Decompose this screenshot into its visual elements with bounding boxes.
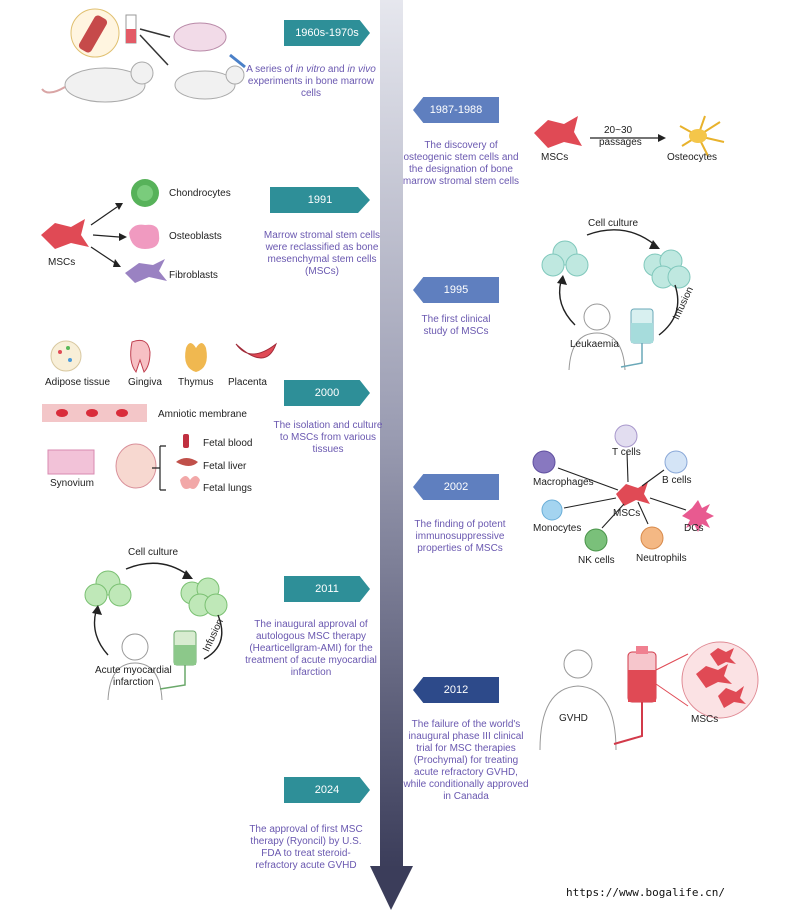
label-cell-culture-2011: Cell culture: [128, 547, 179, 558]
label-passages-top: 20~30: [604, 125, 633, 136]
label-cell-culture-1995: Cell culture: [588, 218, 639, 229]
watermark-url: https://www.bogalife.cn/: [566, 886, 725, 899]
label-mscs-2012: MSCs: [691, 714, 719, 725]
label-dcs: DCs: [684, 523, 704, 534]
label-nk-cells: NK cells: [578, 555, 615, 566]
label-mscs-1987: MSCs: [541, 152, 569, 163]
event-desc-1995: The first clinical study of MSCs: [421, 314, 491, 337]
label-synovium: Synovium: [50, 478, 94, 489]
acute-mi-illustration: [84, 562, 228, 701]
year-tag-2002: 2002: [413, 474, 499, 500]
label-fetal-liver: Fetal liver: [203, 461, 247, 472]
year-tag-1995: 1995: [413, 277, 499, 303]
gvhd-illustration: [539, 641, 759, 751]
msc-to-osteocyte-illustration: [534, 115, 725, 157]
year-tag-2000: 2000: [284, 380, 370, 406]
mouse-experiment-illustration: [41, 8, 246, 103]
label-acute-mi-1: Acute myocardial: [95, 665, 172, 676]
label-t-cells: T cells: [612, 447, 641, 458]
label-osteoblasts: Osteoblasts: [169, 231, 222, 242]
label-leukaemia: Leukaemia: [570, 339, 619, 350]
label-neutrophils: Neutrophils: [636, 553, 687, 564]
year-tag-2011: 2011: [284, 576, 370, 602]
label-acute-mi-2: infarction: [113, 677, 154, 688]
year-tag-1960s: 1960s-1970s: [284, 20, 370, 46]
year-tag-2012: 2012: [413, 677, 499, 703]
label-amniotic: Amniotic membrane: [158, 409, 247, 420]
label-fetal-lungs: Fetal lungs: [203, 483, 252, 494]
event-desc-1960s: A series of in vitro and in vivo experim…: [246, 64, 376, 99]
event-desc-2000: The isolation and culture to MSCs from v…: [273, 420, 383, 455]
label-fetal-blood: Fetal blood: [203, 438, 253, 449]
label-thymus: Thymus: [178, 377, 214, 388]
event-desc-1991: Marrow stromal stem cells were reclassif…: [263, 230, 381, 277]
label-passages-bottom: passages: [599, 137, 642, 148]
timeline-arrowhead: [370, 866, 413, 910]
label-adipose: Adipose tissue: [45, 377, 111, 388]
year-tag-1987: 1987-1988: [413, 97, 499, 123]
label-gingiva: Gingiva: [128, 377, 162, 388]
tissue-sources-illustration: [42, 339, 278, 491]
label-b-cells: B cells: [662, 475, 692, 486]
timeline-shaft: [380, 0, 403, 868]
label-placenta: Placenta: [228, 377, 267, 388]
year-tag-1991: 1991: [270, 187, 370, 213]
event-desc-2024: The approval of first MSC therapy (Ryonc…: [249, 824, 363, 871]
clinical-study-illustration: [541, 229, 691, 371]
label-mscs-2002: MSCs: [613, 508, 641, 519]
event-desc-2012: The failure of the world's inaugural pha…: [403, 719, 529, 802]
label-macrophages: Macrophages: [533, 477, 594, 488]
label-mscs-1991: MSCs: [48, 257, 76, 268]
label-monocytes: Monocytes: [533, 523, 582, 534]
immune-cells-illustration: [532, 424, 714, 552]
label-gvhd: GVHD: [559, 713, 588, 724]
event-desc-2002: The finding of potent immunosuppressive …: [414, 519, 506, 554]
label-osteocytes: Osteocytes: [667, 152, 718, 163]
year-tag-2024: 2024: [284, 777, 370, 803]
msc-differentiation-illustration: [41, 179, 167, 283]
event-desc-1987: The discovery of osteogenic stem cells a…: [402, 140, 520, 187]
label-fibroblasts: Fibroblasts: [169, 270, 218, 281]
event-desc-2011: The inaugural approval of autologous MSC…: [245, 619, 377, 678]
label-chondrocytes: Chondrocytes: [169, 188, 231, 199]
